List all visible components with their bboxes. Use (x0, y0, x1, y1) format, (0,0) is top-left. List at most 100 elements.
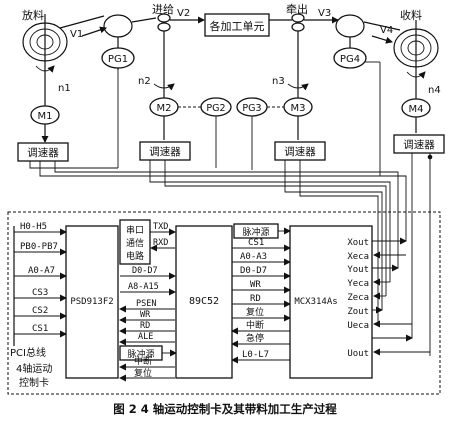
drive-1 (17, 142, 69, 162)
rewind-label: 收料 (400, 8, 422, 22)
speed-v2: V2 (177, 8, 190, 19)
v4-arrow (371, 35, 393, 44)
serial-line3: 电路 (126, 250, 144, 262)
rotation-n4: n4 (428, 85, 441, 96)
card-boundary (7, 211, 441, 395)
feed-label: 进给 (152, 3, 174, 16)
drive-1-label: 调速器 (27, 147, 59, 159)
mcu-chip (175, 225, 233, 379)
serial-line1: 串口 (126, 225, 144, 236)
mid-bus-ale: ALE (138, 332, 153, 342)
axis-ueca: Ueca (347, 321, 369, 331)
rotation-n1: n1 (58, 83, 71, 94)
rotation-n2: n2 (138, 76, 151, 87)
serial-circuit (119, 219, 151, 265)
film-segment-1 (59, 15, 105, 29)
rotation-n4-icon (406, 71, 426, 79)
psd-chip (65, 225, 119, 379)
right-bus-estop: 急停 (246, 332, 264, 344)
drive-4 (393, 134, 445, 154)
encoder-pg4 (333, 47, 367, 69)
psd-chip-label: PSD913F2 (70, 297, 113, 307)
v1-arrow (81, 26, 107, 37)
card-title-line2: 控制卡 (19, 376, 49, 389)
right-bus-rd: RD (250, 294, 261, 304)
control-card: PSD913F2 H0-H5 PB0-PB7 A0-A7 CS3 CS2 CS1… (7, 211, 441, 395)
speed-v3: V3 (318, 8, 331, 19)
mid-bus-a8a15: A8-A15 (128, 282, 159, 292)
roller-4 (335, 14, 365, 38)
encoder-pg4-label: PG4 (340, 54, 360, 65)
rotation-n3: n3 (272, 76, 285, 87)
right-bus-a0a3: A0-A3 (240, 252, 267, 262)
mcu-chip-label: 89C52 (189, 296, 219, 307)
right-bus-group: CS1 A0-A3 D0-D7 WR RD 复位 中断 急停 L0-L7 (231, 238, 291, 364)
rewind-reel-icon (393, 20, 439, 78)
right-bus-reset: 复位 (246, 306, 264, 318)
film-segment-2 (131, 17, 157, 23)
film-segment-4 (363, 21, 401, 31)
serial-line2: 通信 (126, 237, 144, 249)
encoder-pg1-label: PG1 (108, 54, 128, 65)
pulse-source-left-label: 脉冲源 (127, 348, 154, 360)
pull-roller-top (291, 13, 305, 23)
process-line: 放料 V1 PG1 进给 V2 各加工单元 牵出 V3 PG4 (17, 2, 445, 176)
motor-m2-label: M2 (157, 103, 172, 114)
left-bus-a0a7: A0-A7 (28, 266, 55, 276)
processing-unit-label: 各加工单元 (210, 19, 265, 33)
axis-xout: Xout (347, 238, 369, 248)
left-bus-cs3: CS3 (32, 288, 48, 298)
speed-v1: V1 (70, 29, 83, 40)
axis-uout: Uout (347, 349, 369, 359)
right-bus-d0d7: D0-D7 (240, 266, 267, 276)
rxd-label: RXD (153, 238, 168, 248)
right-bus-interrupt: 中断 (246, 319, 264, 331)
motor-m4-label: M4 (409, 104, 424, 115)
unwind-label: 放料 (22, 8, 44, 22)
right-bus-wr: WR (250, 280, 261, 290)
figure-caption: 图 2 4 轴运动控制卡及其带料加工生产过程 (113, 402, 337, 416)
rotation-n3-icon (287, 83, 309, 91)
processing-unit-box (204, 13, 270, 37)
unwind-reel-icon (22, 14, 68, 72)
feed-roller-top (157, 13, 171, 23)
signal-wiring (29, 153, 433, 356)
axis-signal-group: Xout Xeca Yout Yeca Zeca Zout Ueca Uout (347, 238, 369, 359)
mid-bus-d0d7: D0-D7 (132, 266, 158, 276)
drive-3-label: 调速器 (284, 146, 316, 158)
feed-roller-bottom (157, 22, 171, 32)
speed-v4: V4 (380, 25, 393, 36)
axis-yeca: Yeca (347, 279, 369, 289)
interrupt-left: 中断 (134, 355, 152, 367)
encoder-pg3-label: PG3 (242, 103, 261, 114)
reset-left: 复位 (134, 367, 152, 379)
rotation-n2-icon (153, 83, 175, 91)
left-bus-cs1: CS1 (32, 324, 48, 334)
rotation-n1-icon (35, 65, 55, 73)
mid-bus-group: D0-D7 A8-A15 PSEN WR RD ALE (119, 266, 176, 346)
axis-zout: Zout (347, 307, 369, 317)
axis-yout: Yout (347, 265, 369, 275)
roller-1 (103, 14, 133, 38)
left-bus-pb: PB0-PB7 (20, 242, 58, 252)
drive-4-label: 调速器 (403, 139, 435, 151)
axis-xeca: Xeca (347, 252, 369, 262)
motor-m1-label: M1 (38, 111, 53, 122)
right-bus-cs1: CS1 (248, 238, 264, 248)
left-bus-cs2: CS2 (32, 306, 48, 316)
card-title-line1: 4轴运动 (16, 362, 52, 375)
mid-bus-psen: PSEN (136, 299, 156, 309)
txd-label: TXD (153, 222, 168, 232)
motor-m3-label: M3 (291, 103, 306, 114)
left-bus-h0h5: H0-H5 (20, 222, 47, 232)
right-bus-l0l7: L0-L7 (242, 350, 269, 360)
mcx-chip (289, 225, 373, 379)
mcx-chip-label: MCX314As (294, 297, 337, 307)
axis-zeca: Zeca (347, 293, 369, 303)
mid-bus-rd: RD (140, 321, 150, 331)
pull-label: 牵出 (286, 2, 308, 16)
mid-bus-wr: WR (140, 310, 151, 320)
encoder-pg2-label: PG2 (206, 103, 225, 114)
left-bus-group: H0-H5 PB0-PB7 A0-A7 CS3 CS2 CS1 (13, 222, 67, 346)
